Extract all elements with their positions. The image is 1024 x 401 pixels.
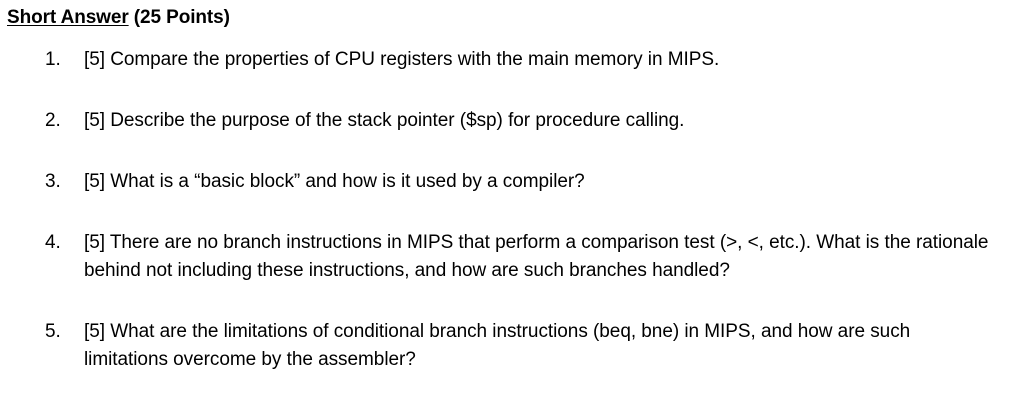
section-heading-points: (25 Points) bbox=[128, 7, 230, 28]
question-text: [5] What are the limitations of conditio… bbox=[84, 321, 911, 370]
question-item: 1. [5] Compare the properties of CPU reg… bbox=[0, 46, 1024, 74]
question-number: 3. bbox=[45, 171, 61, 192]
question-text: [5] What is a “basic block” and how is i… bbox=[84, 171, 585, 192]
question-number: 1. bbox=[45, 49, 61, 70]
section-heading: Short Answer (25 Points) bbox=[7, 6, 230, 30]
question-text: [5] There are no branch instructions in … bbox=[84, 232, 989, 281]
question-item: 2. [5] Describe the purpose of the stack… bbox=[0, 107, 1024, 135]
question-item: 5. [5] What are the limitations of condi… bbox=[0, 318, 1024, 374]
question-item: 4. [5] There are no branch instructions … bbox=[0, 229, 1024, 285]
section-heading-title: Short Answer bbox=[7, 7, 129, 28]
question-number: 5. bbox=[45, 321, 61, 342]
question-text: [5] Compare the properties of CPU regist… bbox=[84, 49, 720, 70]
question-text: [5] Describe the purpose of the stack po… bbox=[84, 110, 685, 131]
question-number: 2. bbox=[45, 110, 61, 131]
question-number: 4. bbox=[45, 232, 61, 253]
question-item: 3. [5] What is a “basic block” and how i… bbox=[0, 168, 1024, 196]
question-list: 1. [5] Compare the properties of CPU reg… bbox=[0, 46, 1024, 374]
